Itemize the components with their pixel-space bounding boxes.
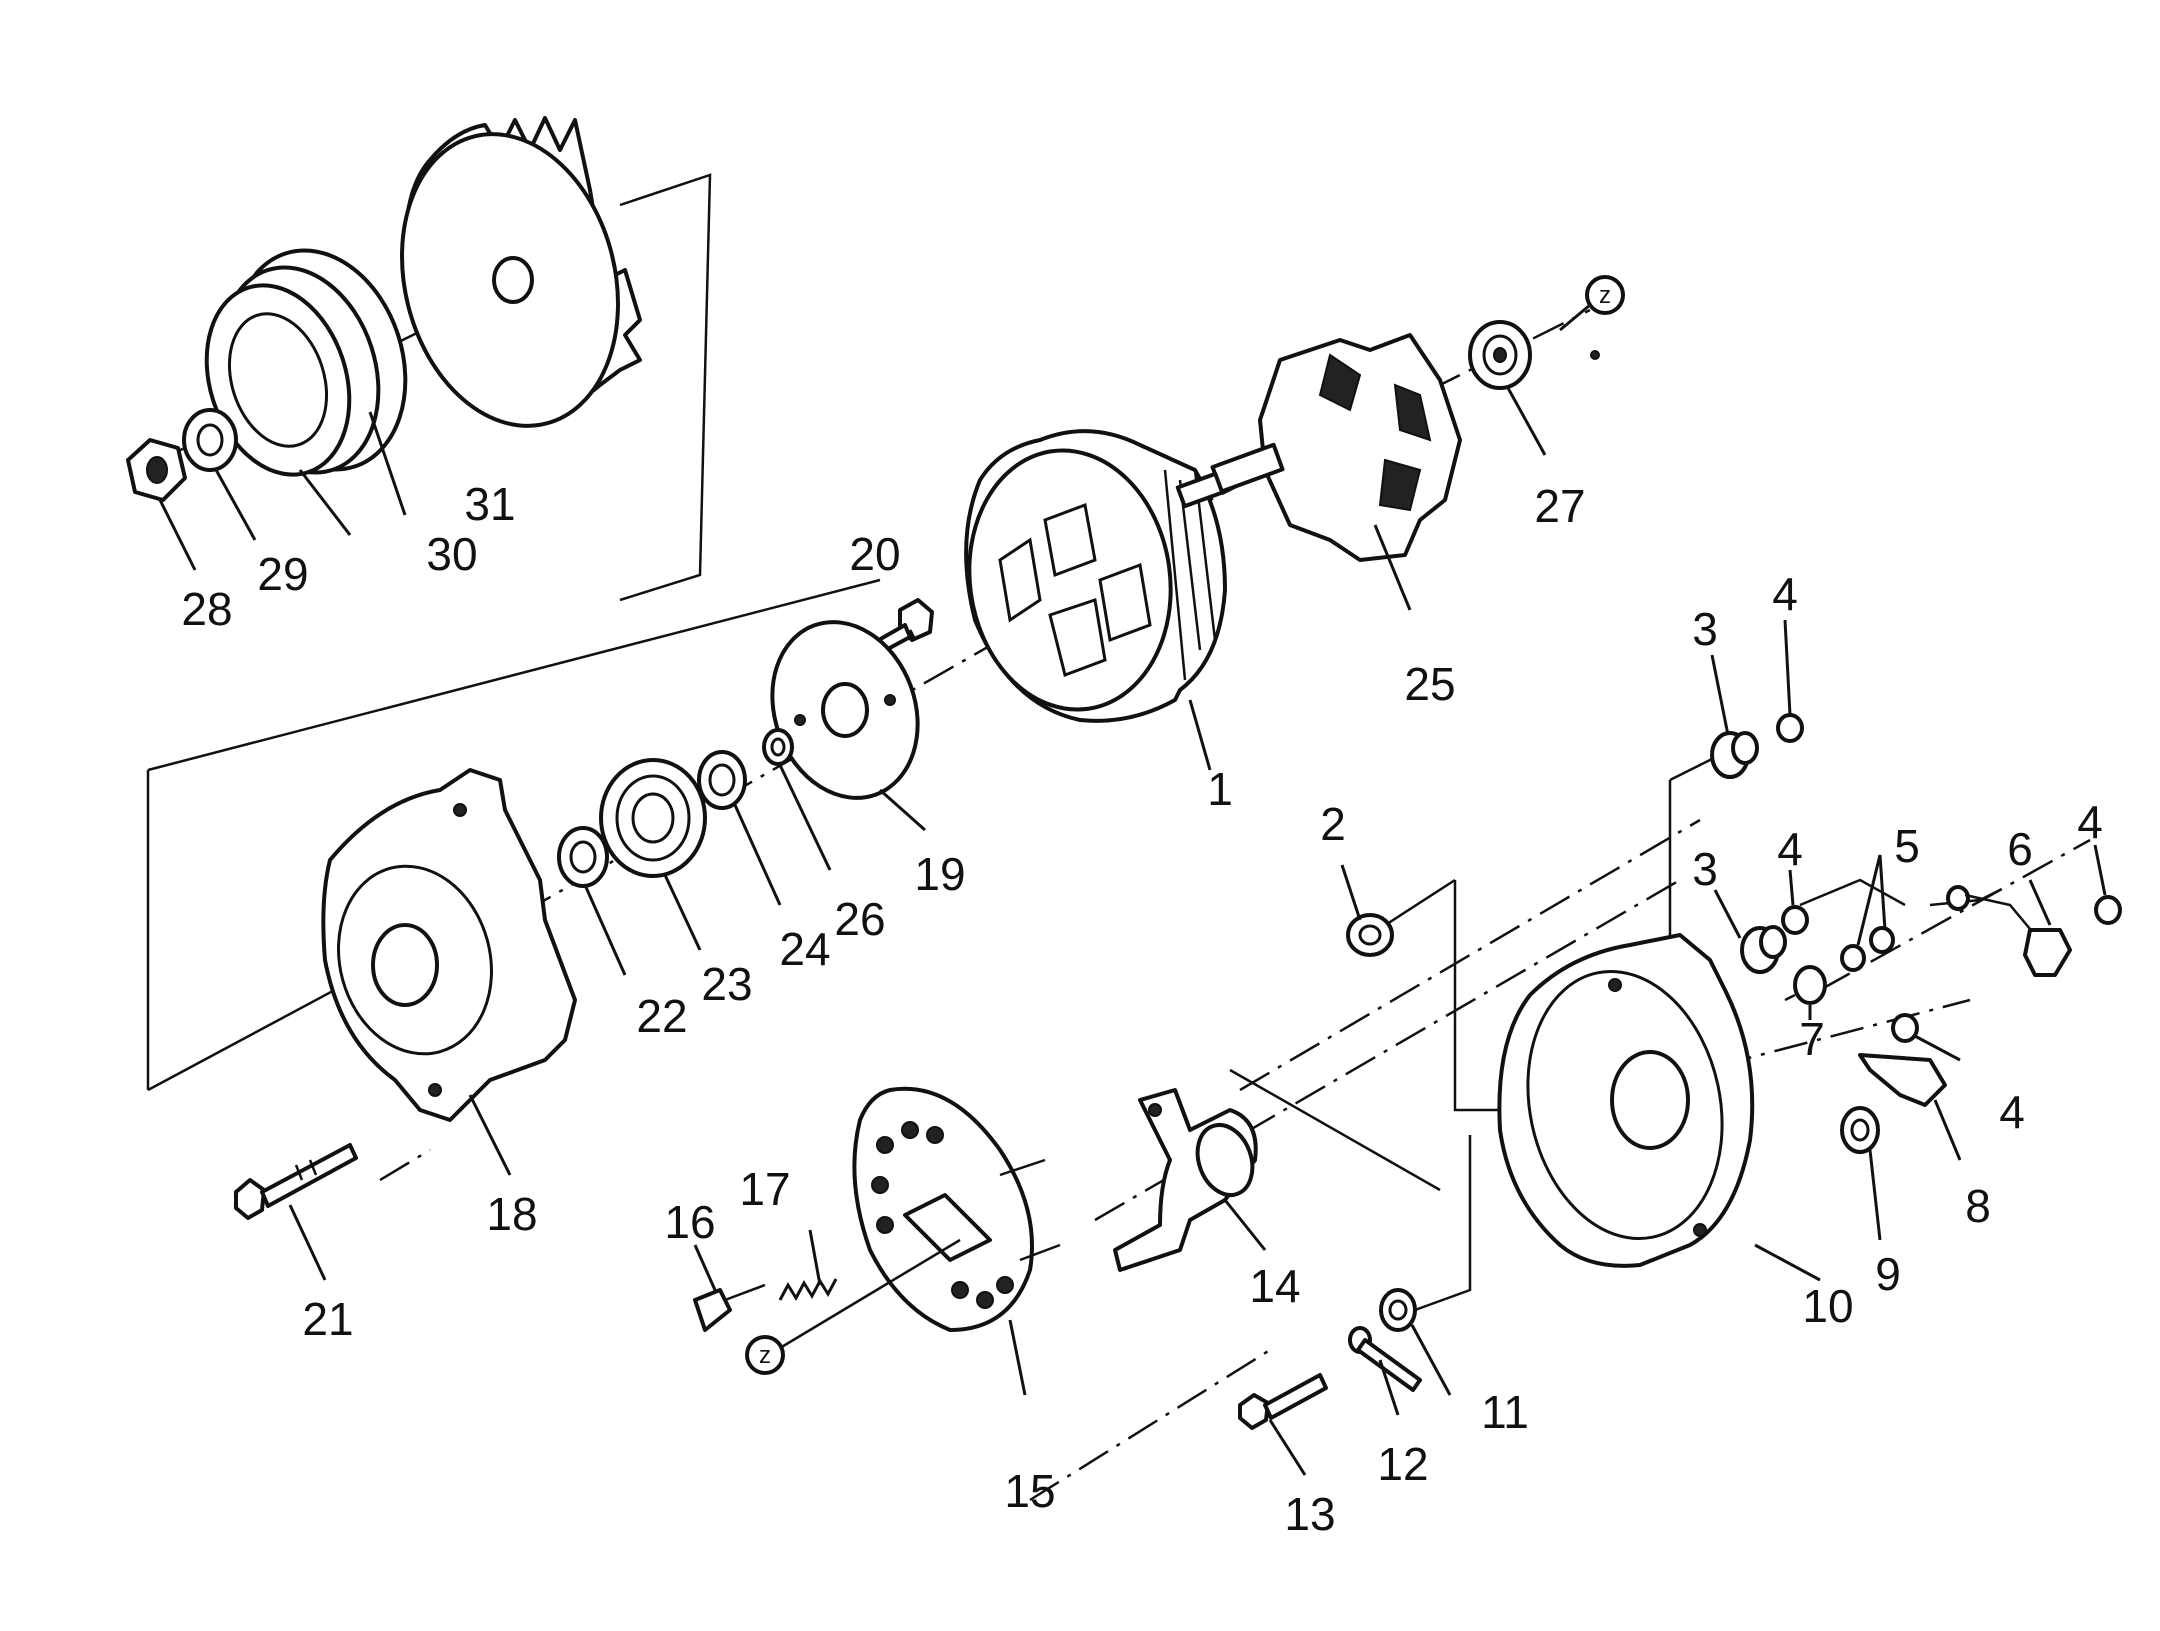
callout-4a: 4 — [1772, 568, 1798, 620]
terminal-stud-icon — [1784, 965, 1827, 1005]
brush-icon — [693, 1283, 766, 1332]
callout-22: 22 — [636, 990, 687, 1042]
callout-7: 7 — [1799, 1013, 1825, 1065]
callout-9: 9 — [1875, 1248, 1901, 1300]
snap-ring-icon — [762, 728, 794, 766]
bracket-icon — [1858, 1053, 1947, 1107]
callout-19: 19 — [914, 848, 965, 900]
callout-labels: 1 2 3 3 4 4 4 4 5 6 7 8 9 10 11 12 13 14… — [181, 478, 2102, 1540]
reference-mark-icon: z — [1585, 275, 1625, 315]
callout-3b: 3 — [1692, 843, 1718, 895]
callout-13: 13 — [1284, 1488, 1335, 1540]
leader-lines — [158, 303, 2107, 1476]
lock-washer-icon — [1840, 926, 1895, 972]
front-housing-icon — [321, 768, 577, 1122]
rectifier-icon — [852, 1086, 1061, 1332]
reference-mark-lower-icon: z — [745, 1335, 785, 1375]
callout-24: 24 — [779, 923, 830, 975]
bearing-icon — [1468, 320, 1532, 390]
insulator-icon — [1710, 731, 1787, 974]
callout-20: 20 — [849, 528, 900, 580]
callout-15: 15 — [1004, 1465, 1055, 1517]
callout-3a: 3 — [1692, 603, 1718, 655]
leader-z-lower — [779, 1238, 961, 1350]
seal-icon — [557, 826, 609, 888]
fan-icon — [400, 116, 642, 428]
callout-4d: 4 — [1999, 1086, 2025, 1138]
front-bearing-icon — [599, 758, 707, 878]
callout-5: 5 — [1894, 820, 1920, 872]
retainer-plate-icon — [770, 620, 920, 800]
callout-31: 31 — [464, 478, 515, 530]
callout-14: 14 — [1249, 1260, 1300, 1312]
callout-23: 23 — [701, 958, 752, 1010]
callout-25: 25 — [1404, 658, 1455, 710]
callout-4b: 4 — [1777, 823, 1803, 875]
callout-12: 12 — [1377, 1438, 1428, 1490]
callout-6: 6 — [2007, 823, 2033, 875]
callout-18: 18 — [486, 1188, 537, 1240]
callout-28: 28 — [181, 583, 232, 635]
rotor-icon — [1175, 333, 1462, 562]
washer-icon — [182, 408, 238, 472]
pulley-icon — [204, 248, 408, 477]
callout-29: 29 — [257, 548, 308, 600]
hex-nut-icon — [1776, 713, 2122, 1043]
reference-mark-lower-label: z — [759, 1342, 771, 1369]
bushing-icon — [1840, 1106, 1880, 1154]
stator-icon — [964, 429, 1227, 723]
callout-8: 8 — [1965, 1180, 1991, 1232]
nut-icon — [126, 438, 187, 502]
housing-icon — [1497, 933, 1755, 1268]
washer-11-icon — [1379, 1288, 1417, 1332]
through-bolt-icon — [234, 1143, 358, 1220]
regulator-icon — [1113, 1088, 1258, 1272]
spring-icon — [778, 1277, 838, 1302]
bolt-13-icon — [1238, 1373, 1328, 1430]
callout-10: 10 — [1802, 1280, 1853, 1332]
callout-16: 16 — [664, 1196, 715, 1248]
terminal-lug-icon — [1348, 1326, 1422, 1392]
callout-11: 11 — [1481, 1386, 1529, 1438]
callout-4c: 4 — [2077, 796, 2103, 848]
callout-1: 1 — [1207, 763, 1233, 815]
callout-30: 30 — [426, 528, 477, 580]
callout-27: 27 — [1534, 480, 1585, 532]
callout-17: 17 — [739, 1163, 790, 1215]
marker-dot — [1590, 350, 1600, 360]
capacitor-icon — [1946, 885, 2072, 977]
callout-26: 26 — [834, 893, 885, 945]
callout-2: 2 — [1320, 798, 1346, 850]
spacer-ring-icon — [697, 750, 747, 810]
callout-21: 21 — [302, 1293, 353, 1345]
reference-mark-label: z — [1599, 282, 1611, 309]
grommet-icon — [1346, 913, 1394, 957]
